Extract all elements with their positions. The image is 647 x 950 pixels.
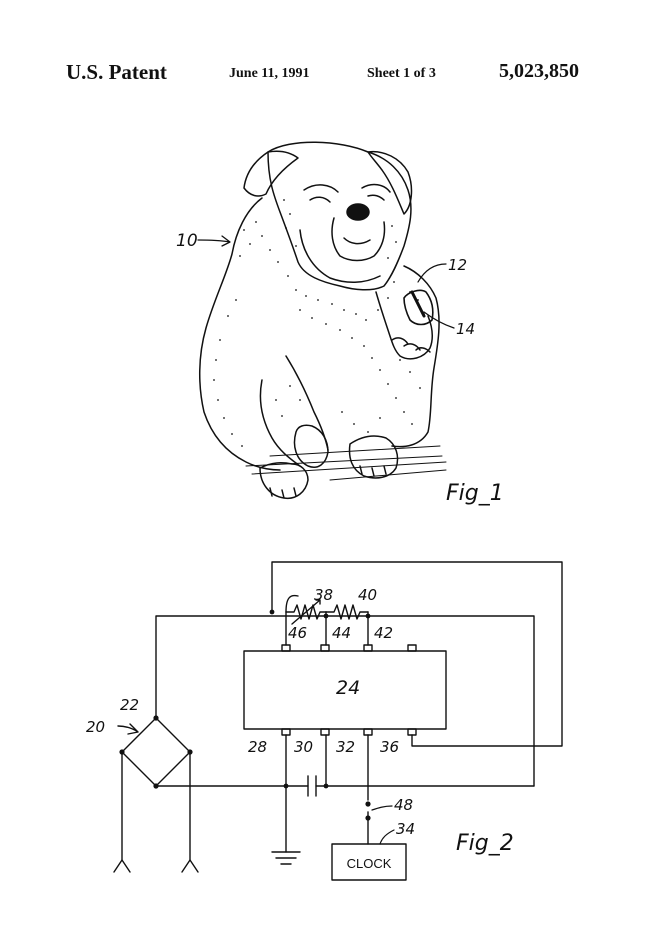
ref-unit: 14 [456, 320, 475, 338]
dog-illustration [199, 141, 447, 500]
figure-2-caption: Fig_2 [456, 831, 514, 856]
junction-pin44 [323, 613, 329, 619]
ref-circuit-arrow [117, 723, 139, 735]
ref-circuit: 20 [86, 718, 105, 736]
junction-bridge-top [153, 715, 159, 721]
chip-pin-30 [320, 728, 330, 736]
ref-dog-arrow [197, 235, 231, 247]
circuit-ref-labels: 38 40 46 44 42 24 28 30 32 36 22 20 48 3… [86, 586, 415, 838]
dog-brow-left [303, 184, 339, 193]
ref-pin42: 42 [374, 624, 393, 642]
dog-leg-line [285, 355, 329, 451]
junction-pin30-rail [323, 783, 329, 789]
clock-label: CLOCK [347, 856, 392, 871]
ref-pin36: 36 [380, 738, 399, 756]
chip-pin-42 [363, 644, 373, 652]
chip-body [243, 650, 447, 730]
ref-clock-leader [379, 829, 395, 845]
ref-unit-leader [423, 311, 455, 329]
dog-left-ear [243, 150, 299, 197]
wrist-unit [410, 290, 426, 318]
circuit-junctions [119, 609, 371, 821]
ref-pin32: 32 [336, 738, 355, 756]
dog-back-foot [293, 424, 329, 468]
resistor-38-variable-arrow [291, 599, 321, 625]
ref-dog: 10 [176, 231, 198, 251]
electrode-right [181, 859, 199, 873]
resistor-40 [325, 604, 369, 620]
figure-2: 38 40 46 44 42 24 28 30 32 36 22 20 48 3… [86, 561, 563, 881]
dog-right-ear [367, 150, 413, 215]
dog-front-leg-line [259, 379, 301, 467]
dog-left-front-paw [259, 462, 309, 500]
dog-right-eye [367, 194, 385, 201]
chip-pin-top-unlabeled [407, 644, 417, 652]
junction-resistor-node [269, 609, 275, 615]
dog-body-left [199, 197, 281, 471]
ref-chip: 24 [336, 677, 360, 699]
ref-res38: 38 [314, 586, 333, 604]
ref-band-leader [417, 263, 447, 283]
dog-ground-shadow [245, 445, 447, 481]
ref-pin30: 30 [294, 738, 313, 756]
sheet-number: Sheet 1 of 3 [367, 66, 436, 81]
wire-outer-loop [271, 561, 563, 747]
ref-pin28: 28 [248, 738, 267, 756]
chip-pin-36 [407, 728, 417, 736]
capacitor [307, 775, 317, 797]
circuit-wiring [113, 561, 563, 881]
switch-contact-bottom [365, 815, 371, 821]
chip-pin-28 [281, 728, 291, 736]
dog-muzzle [331, 217, 386, 262]
chip-pin-32 [363, 728, 373, 736]
wrist-band [403, 289, 434, 326]
switch-contact-top [365, 801, 371, 807]
ref-bridge: 22 [120, 696, 139, 714]
patent-date: June 11, 1991 [229, 66, 310, 81]
ref-sw-leader [371, 805, 393, 811]
ground-symbol [271, 851, 301, 865]
patent-number: 5,023,850 [499, 60, 579, 82]
junction-bridge-bottom [153, 783, 159, 789]
dog-left-eye [309, 196, 331, 203]
chip-pin-46 [281, 644, 291, 652]
ref-sw: 48 [394, 796, 413, 814]
dog-jowl [299, 229, 381, 283]
dog-brow-right [361, 183, 391, 193]
ref-pin44: 44 [332, 624, 351, 642]
wrist-device [403, 289, 434, 326]
dog-body-right [391, 265, 440, 448]
junction-ground-rail [283, 783, 289, 789]
ref-res40: 40 [358, 586, 377, 604]
wire-inner-loop [155, 615, 535, 787]
junction-bridge-right [187, 749, 193, 755]
figure-1: 10 12 14 Fig_1 [176, 141, 504, 506]
ref-band: 12 [448, 256, 467, 274]
ref-clock: 34 [396, 820, 415, 838]
junction-bridge-left [119, 749, 125, 755]
clock-box [331, 843, 407, 881]
dog-shading [213, 199, 425, 447]
resistor-38-wiper [285, 594, 299, 613]
patent-label: U.S. Patent [66, 60, 167, 84]
figure-1-caption: Fig_1 [446, 481, 504, 506]
dog-raised-paw [391, 337, 431, 353]
dog-nose [346, 203, 370, 221]
junction-pin42 [365, 613, 371, 619]
ref-pin46: 46 [288, 624, 307, 642]
dog-right-front-paw [348, 435, 399, 479]
chip-pin-44 [320, 644, 330, 652]
dog-raised-leg [375, 291, 433, 360]
dog-left-paw-toes [269, 487, 297, 499]
dog-mouth [343, 237, 371, 245]
electrode-left [113, 859, 131, 873]
